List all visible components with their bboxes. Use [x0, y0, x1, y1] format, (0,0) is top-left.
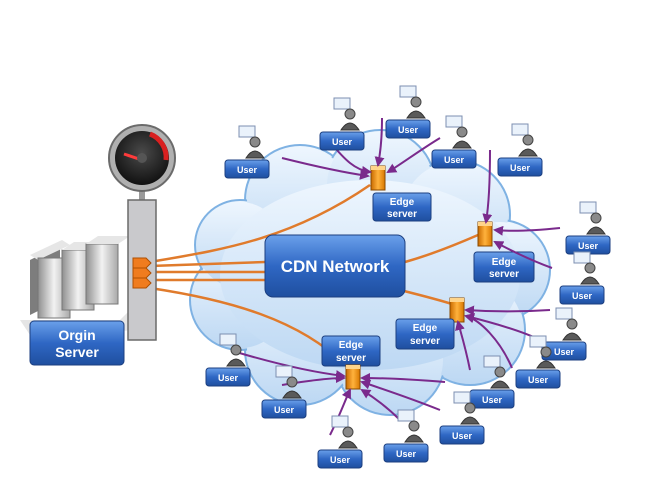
user-label-box	[319, 131, 365, 151]
user-label: User	[572, 291, 593, 301]
edge-bottom-line2: server	[336, 353, 366, 364]
edge-bottom-line1: Edge	[339, 340, 364, 351]
edge-server-bottom: Edge server	[321, 335, 381, 390]
user-node: User	[469, 355, 515, 409]
origin-label-line1: Orgin	[58, 327, 95, 343]
user-node: User	[515, 335, 561, 389]
person-icon	[518, 134, 538, 157]
user-label: User	[396, 449, 417, 459]
user-node: User	[205, 333, 251, 387]
user-label: User	[554, 347, 575, 357]
user-label-box	[385, 119, 431, 139]
user-label-box	[559, 285, 605, 305]
screen-thumbnail-icon	[573, 251, 591, 264]
screen-thumbnail-icon	[453, 391, 471, 404]
person-icon	[282, 376, 302, 399]
user-label: User	[274, 405, 295, 415]
edge-right-line1: Edge	[492, 257, 517, 268]
person-icon	[536, 346, 556, 369]
edge-server-middle: Edge server	[395, 297, 465, 350]
user-icons: UserUserUserUserUserUserUserUserUserUser…	[205, 85, 611, 469]
screen-thumbnail-icon	[511, 123, 529, 136]
person-icon	[226, 344, 246, 367]
person-icon	[340, 108, 360, 131]
user-node: User	[261, 365, 307, 419]
person-icon	[245, 136, 265, 159]
user-node: User	[319, 97, 365, 151]
user-label: User	[528, 375, 549, 385]
user-label: User	[332, 137, 353, 147]
screen-thumbnail-icon	[579, 201, 597, 214]
user-label-box	[317, 449, 363, 469]
user-label: User	[482, 395, 503, 405]
cdn-network-label: CDN Network	[264, 234, 406, 298]
edge-top-line2: server	[387, 209, 417, 220]
edge-middle-line2: server	[410, 336, 440, 347]
screen-thumbnail-icon	[399, 85, 417, 98]
person-icon	[586, 212, 606, 235]
screen-thumbnail-icon	[445, 115, 463, 128]
user-label-box	[497, 157, 543, 177]
user-label: User	[330, 455, 351, 465]
user-label: User	[578, 241, 599, 251]
user-label: User	[452, 431, 473, 441]
user-node: User	[559, 251, 605, 305]
user-node: User	[224, 125, 270, 179]
user-label-box	[431, 149, 477, 169]
user-node: User	[317, 415, 363, 469]
edge-server-top: Edge server	[370, 165, 432, 222]
user-node: User	[385, 85, 431, 139]
user-node: User	[541, 307, 587, 361]
screen-thumbnail-icon	[483, 355, 501, 368]
user-node: User	[383, 409, 429, 463]
edge-top-line1: Edge	[390, 197, 415, 208]
screen-thumbnail-icon	[238, 125, 256, 138]
person-icon	[406, 96, 426, 119]
speed-gauge-icon	[108, 124, 176, 202]
user-label: User	[444, 155, 465, 165]
person-icon	[562, 318, 582, 341]
user-label-box	[383, 443, 429, 463]
cdn-network-text: CDN Network	[281, 257, 390, 276]
user-node: User	[497, 123, 543, 177]
person-icon	[404, 420, 424, 443]
screen-thumbnail-icon	[529, 335, 547, 348]
origin-server-label: Orgin Server	[29, 320, 125, 366]
user-node: User	[431, 115, 477, 169]
edge-middle-line1: Edge	[413, 323, 438, 334]
origin-label-line2: Server	[55, 344, 99, 360]
person-icon	[490, 366, 510, 389]
user-label: User	[398, 125, 419, 135]
screen-thumbnail-icon	[219, 333, 237, 346]
screen-thumbnail-icon	[331, 415, 349, 428]
user-links	[235, 117, 561, 436]
user-label: User	[510, 163, 531, 173]
person-icon	[452, 126, 472, 149]
person-icon	[460, 402, 480, 425]
person-icon	[580, 262, 600, 285]
user-label-box	[224, 159, 270, 179]
screen-thumbnail-icon	[275, 365, 293, 378]
user-label: User	[237, 165, 258, 175]
user-label-box	[205, 367, 251, 387]
edge-server-right: Edge server	[473, 221, 535, 283]
user-label: User	[218, 373, 239, 383]
load-balancer-icon	[127, 199, 157, 341]
screen-thumbnail-icon	[397, 409, 415, 422]
user-label-box	[261, 399, 307, 419]
person-icon	[338, 426, 358, 449]
user-label-box	[439, 425, 485, 445]
user-label-box	[515, 369, 561, 389]
edge-right-line2: server	[489, 269, 519, 280]
screen-thumbnail-icon	[555, 307, 573, 320]
user-node: User	[439, 391, 485, 445]
user-node: User	[565, 201, 611, 255]
screen-thumbnail-icon	[333, 97, 351, 110]
